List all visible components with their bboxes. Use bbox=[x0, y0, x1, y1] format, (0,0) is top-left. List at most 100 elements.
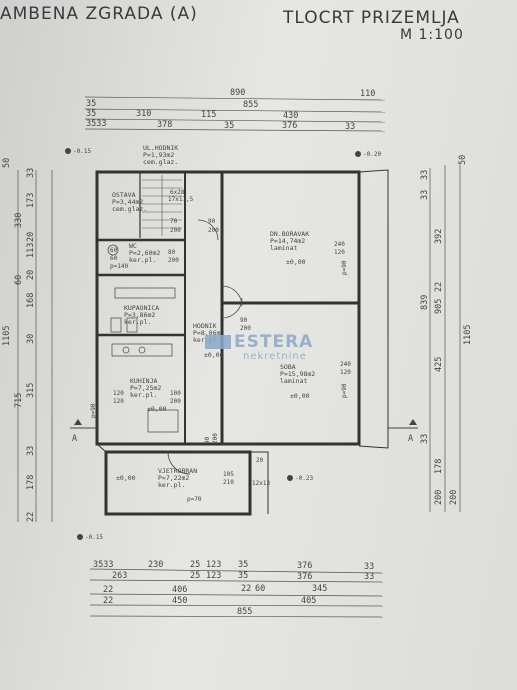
opening-label: 120 bbox=[113, 398, 124, 405]
dim-label: 50 bbox=[458, 155, 468, 165]
room-name: DN.BORAVAK bbox=[270, 230, 309, 238]
opening-label: 200 bbox=[170, 398, 181, 405]
section-arrow bbox=[409, 419, 417, 425]
watermark-logo bbox=[205, 335, 231, 349]
elevation-label: ±0,00 bbox=[147, 405, 167, 413]
dim-label: 376 bbox=[282, 121, 297, 131]
right-dimension-lines bbox=[429, 165, 461, 512]
dim-label: 60 bbox=[14, 275, 24, 285]
opening-label: 60 bbox=[110, 255, 118, 262]
bottom-dimension-lines bbox=[89, 568, 384, 618]
dim-label: 715 bbox=[14, 393, 24, 408]
dim-label: 263 bbox=[112, 571, 127, 581]
dim-label: 405 bbox=[301, 596, 316, 606]
level-label: -0.15 bbox=[85, 534, 103, 541]
dim-label: 425 bbox=[434, 357, 444, 372]
opening-label: 240 bbox=[340, 361, 351, 368]
dim-label: 178 bbox=[26, 475, 36, 490]
opening-label: 90 bbox=[208, 218, 216, 225]
dim-label: 345 bbox=[312, 584, 327, 594]
room-name: UL.HODNIK bbox=[143, 144, 178, 152]
elevation-label: ±0,00 bbox=[286, 258, 306, 266]
room-area: P=3,44m2 bbox=[112, 198, 143, 206]
dim-label: 376 bbox=[297, 572, 312, 582]
level-label: -0.15 bbox=[73, 148, 91, 155]
walls bbox=[95, 169, 389, 516]
left-dimensions: 50 33 173 20 113 20 168 30 315 33 178 22… bbox=[2, 158, 36, 522]
plan-title: TLOCRT PRIZEMLJA bbox=[283, 8, 460, 28]
dim-label: 110 bbox=[360, 89, 375, 99]
dim-label: 35 bbox=[86, 99, 96, 109]
level-marker bbox=[355, 151, 361, 157]
room-area: P=7,22m2 bbox=[158, 474, 189, 482]
room-area: P=15,98m2 bbox=[280, 370, 315, 378]
opening-label: 200 bbox=[208, 227, 219, 234]
dim-label: 450 bbox=[172, 596, 187, 606]
watermark: ESTERA nekretnine bbox=[205, 332, 312, 362]
opening-label: 200 bbox=[240, 325, 251, 332]
dim-label: 855 bbox=[243, 100, 258, 110]
dim-label: 1105 bbox=[2, 326, 12, 346]
elevation-label: ±0,00 bbox=[204, 351, 224, 359]
dim-label: 392 bbox=[434, 229, 444, 244]
dim-label: 890 bbox=[230, 88, 245, 98]
room-name: WC bbox=[129, 242, 137, 250]
dim-label: 3533 bbox=[93, 560, 113, 570]
opening-label: 70 bbox=[170, 218, 178, 225]
dim-label: 25 bbox=[190, 571, 200, 581]
dim-label: 22 bbox=[26, 512, 36, 522]
opening-label: p=140 bbox=[110, 263, 128, 270]
opening-label: p=90 bbox=[90, 403, 97, 418]
room-name: OSTAVA bbox=[112, 191, 136, 199]
dim-label: 330 bbox=[14, 213, 24, 228]
dim-label: 310 bbox=[136, 109, 151, 119]
room-floor: ker.pl. bbox=[158, 481, 185, 489]
dim-label: 30 bbox=[26, 334, 36, 344]
dim-label: 200 bbox=[434, 490, 444, 505]
opening-label: 60 bbox=[110, 247, 118, 254]
opening-label: 90 bbox=[204, 436, 211, 444]
room-name: KUPAONICA bbox=[124, 304, 159, 312]
dim-label: 115 bbox=[201, 110, 216, 120]
room-area: P=1,93m2 bbox=[143, 151, 174, 159]
opening-label: 120 bbox=[340, 369, 351, 376]
room-floor: ker.pl. bbox=[130, 391, 157, 399]
room-floor: ker.pl. bbox=[124, 318, 151, 326]
opening-dimensions: 6x28 17x17,5 70 200 80 200 60 60 p=140 9… bbox=[90, 189, 351, 503]
elevation-label: ±0,00 bbox=[116, 474, 136, 482]
dim-label: 22 bbox=[103, 596, 113, 606]
elevation-label: ±0,00 bbox=[290, 392, 310, 400]
staircase bbox=[142, 175, 182, 236]
opening-label: 200 bbox=[212, 433, 219, 444]
scale-label: M 1:100 bbox=[400, 27, 464, 43]
dim-label: 123 bbox=[206, 560, 221, 570]
dim-label: 168 bbox=[26, 293, 36, 308]
dim-label: 33 bbox=[364, 572, 374, 582]
right-dimensions: 50 33 392 33 839 22 905 1105 425 33 178 … bbox=[420, 155, 473, 505]
level-label: -0.20 bbox=[363, 151, 381, 158]
dim-label: 178 bbox=[434, 459, 444, 474]
opening-label: 200 bbox=[170, 227, 181, 234]
building-title: AMBENA ZGRADA (A) bbox=[0, 4, 198, 24]
left-dimension-lines bbox=[17, 170, 53, 522]
opening-label: 6x28 bbox=[170, 189, 185, 196]
room-name: VJETROBRAN bbox=[158, 467, 197, 475]
room-area: P=2,60m2 bbox=[129, 249, 160, 257]
dim-label: 35 bbox=[238, 560, 248, 570]
room-floor: laminat bbox=[270, 244, 297, 252]
dim-label: 33 bbox=[420, 434, 430, 444]
dim-label: 22 bbox=[434, 282, 444, 292]
level-marker bbox=[77, 534, 83, 540]
dim-label: 35 bbox=[86, 109, 96, 119]
dim-label: 406 bbox=[172, 585, 187, 595]
opening-label: 210 bbox=[223, 479, 234, 486]
top-dimensions: 890 110 35 855 35 310 115 430 3533 378 3… bbox=[86, 88, 375, 132]
elevation-marks: ±0,00 ±0,00 ±0,00 ±0,00 ±0,00 bbox=[116, 258, 310, 482]
room-floor: cem.glaz. bbox=[143, 158, 178, 166]
dim-label: 20 bbox=[26, 270, 36, 280]
door-swings bbox=[167, 219, 243, 475]
dim-label: 905 bbox=[434, 299, 444, 314]
dim-label: 35 bbox=[224, 121, 234, 131]
room-area: P=3,86m2 bbox=[124, 311, 155, 319]
